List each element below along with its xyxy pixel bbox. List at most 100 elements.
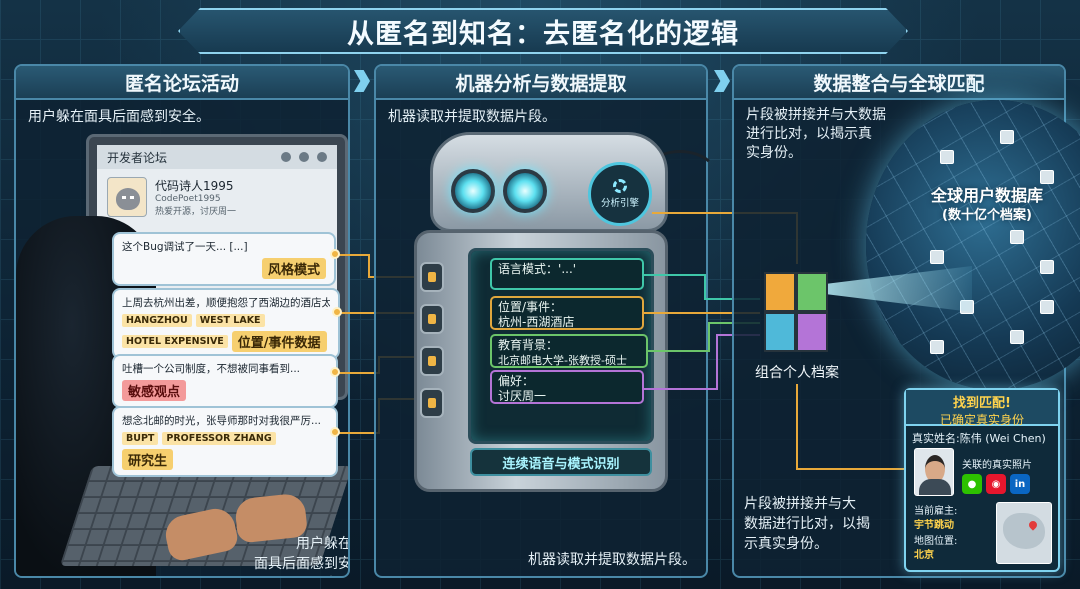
puzzle-piece [764, 312, 796, 352]
global-user-database-globe [866, 100, 1080, 390]
robot-cable [640, 150, 720, 210]
real-photo [914, 448, 954, 496]
match-subtitle: 已确定真实身份 [939, 413, 1024, 427]
globe-label-line: (数十亿个档案) [942, 208, 1032, 223]
forum-name: 开发者论坛 [107, 150, 168, 165]
user-icon[interactable] [281, 152, 291, 162]
photo-label: 关联的真实照片 [962, 460, 1032, 471]
profile-thumbnail [1010, 330, 1024, 344]
post-text: 想念北邮的时光，张导师那时对我很严厉... [122, 415, 322, 427]
category-label: 研究生 [122, 449, 174, 470]
post-text: 上周去杭州出差，顺便抱怨了西湖边的酒店太贵... [122, 297, 330, 309]
match-title: 找到匹配! [953, 396, 1011, 411]
connector-line [704, 274, 706, 298]
profile-thumbnail [940, 150, 954, 164]
subtitle-line: 进行比对，以揭示真 [746, 126, 872, 142]
subtitle-line: 片段被拼接并与大数据 [746, 107, 886, 123]
field-value: 北京邮电大学-张教授-硕士 [498, 354, 627, 367]
robot-eye [451, 169, 495, 213]
panel-header: 匿名论坛活动 [16, 66, 348, 100]
match-result-card: 找到匹配! 已确定真实身份 真实姓名:陈伟 (Wei Chen) 关联的真实照片… [904, 388, 1060, 572]
globe-label: 全球用户数据库 (数十亿个档案) [912, 186, 1062, 226]
employer-label: 当前雇主: [914, 506, 958, 517]
input-port [420, 262, 444, 292]
pattern-recognition-label: 连续语音与模式识别 [470, 448, 652, 476]
connector-line [708, 322, 710, 352]
profile-thumbnail [1000, 130, 1014, 144]
linkedin-icon[interactable]: in [1010, 474, 1030, 494]
subtitle-line: 实身份。 [746, 145, 802, 161]
title-banner: 从匿名到知名：去匿名化的逻辑 [178, 8, 908, 54]
field-label: 语言模式： [498, 262, 559, 276]
panel-footer: 机器读取并提取数据片段。 [528, 552, 696, 568]
profile-bio: 热爱开源，讨厌周一 [155, 207, 237, 217]
connector-line [338, 372, 378, 374]
footer-line: 示真实身份。 [744, 536, 828, 552]
extracted-education: 教育背景： 北京邮电大学-张教授-硕士 [490, 334, 648, 368]
panel-footer: 片段被拼接并与大 数据进行比对，以揭 示真实身份。 [744, 494, 870, 554]
puzzle-piece [796, 272, 828, 312]
connector-line [338, 432, 378, 434]
wechat-icon[interactable]: ● [962, 474, 982, 494]
panel-footer-line: 用户躲在 [296, 536, 350, 552]
field-label: 偏好： [498, 374, 535, 388]
match-header: 找到匹配! 已确定真实身份 [906, 390, 1058, 427]
location-map [996, 502, 1052, 564]
engine-label: 分析引擎 [600, 198, 639, 209]
footer-line: 数据进行比对，以揭 [744, 516, 870, 532]
forum-post: 上周去杭州出差，顺便抱怨了西湖边的酒店太贵... HANGZHOU WEST L… [112, 288, 340, 359]
panel-header: 数据整合与全球匹配 [734, 66, 1064, 100]
chevron-right-icon [714, 70, 730, 92]
social-icons: ● ◉ in [962, 474, 1030, 494]
keyword-tag: PROFESSOR ZHANG [162, 432, 276, 445]
field-value: 讨厌周一 [498, 389, 547, 403]
panel-footer: 用户躲在 面具后面感到安全。 [246, 534, 350, 576]
connector-line [644, 388, 716, 390]
profile-thumbnail [930, 340, 944, 354]
cat-avatar [107, 177, 147, 217]
chat-icon[interactable] [299, 152, 309, 162]
keyword-tag: WEST LAKE [195, 314, 265, 327]
profile-handle: CodePoet1995 [155, 194, 221, 204]
extracted-preference: 偏好： 讨厌周一 [490, 370, 644, 404]
real-name: 真实姓名:陈伟 (Wei Chen) [912, 432, 1046, 445]
connector-dot [330, 427, 340, 437]
connector-line [644, 312, 760, 314]
forum-post: 吐槽一个公司制度，不想被同事看到... 敏感观点 [112, 354, 338, 408]
globe-label-line: 全球用户数据库 [930, 186, 1043, 205]
post-text: 吐槽一个公司制度，不想被同事看到... [122, 363, 301, 375]
panel-footer-line: 面具后面感到安全。 [254, 556, 348, 572]
gear-icon[interactable] [317, 152, 327, 162]
connector-line [338, 254, 368, 256]
connector-dot [330, 249, 340, 259]
post-text: 这个Bug调试了一天... [...] [122, 241, 248, 253]
connector-line [796, 384, 798, 468]
panel-subtitle: 用户躲在面具后面感到安全。 [28, 109, 210, 125]
weibo-icon[interactable]: ◉ [986, 474, 1006, 494]
robot-input-ports [420, 262, 450, 422]
input-port [420, 346, 444, 376]
footer-line: 片段被拼接并与大 [744, 496, 856, 512]
panel-subtitle: 片段被拼接并与大数据 进行比对，以揭示真 实身份。 [746, 106, 886, 163]
connector-dot [332, 307, 342, 317]
employer-value: 宇节跳动 [914, 520, 954, 531]
field-value: 杭州-西湖酒店 [498, 315, 575, 329]
puzzle-icon [764, 272, 830, 356]
chevron-right-icon [354, 70, 370, 92]
forum-header: 开发者论坛 [97, 145, 337, 169]
category-label: 风格模式 [261, 258, 326, 279]
analysis-engine-badge: 分析引擎 [588, 162, 652, 226]
category-label: 敏感观点 [122, 380, 187, 401]
profile-thumbnail [1040, 300, 1054, 314]
profile-thumbnail [1040, 170, 1054, 184]
profile-thumbnail [930, 250, 944, 264]
location-label: 地图位置: [914, 536, 958, 547]
input-port [420, 304, 444, 334]
profile-username: 代码诗人1995 [155, 179, 234, 193]
profile-thumbnail [1010, 230, 1024, 244]
profile-thumbnail [1040, 260, 1054, 274]
combined-profile-label: 组合个人档案 [755, 365, 839, 381]
location-value: 北京 [914, 550, 934, 561]
gear-icon [613, 179, 627, 193]
input-port [420, 388, 444, 418]
